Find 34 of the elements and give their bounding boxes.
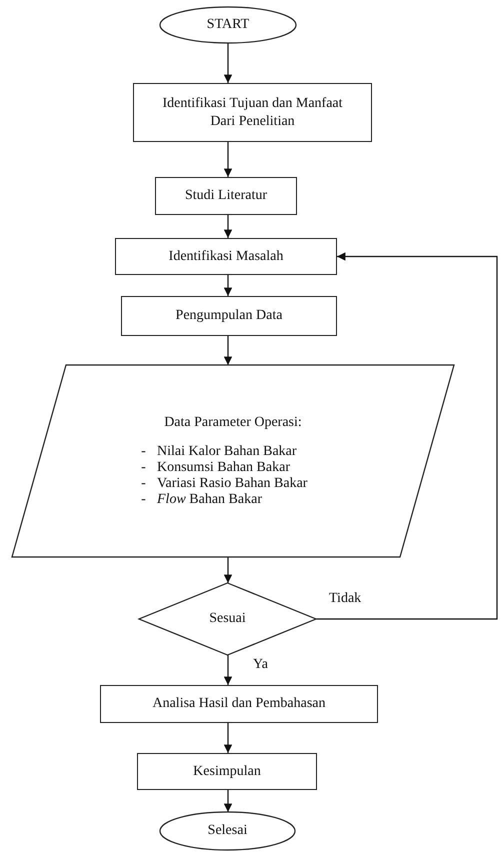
arrow: [224, 215, 232, 238]
process-box: [137, 753, 317, 790]
node-label: Identifikasi Tujuan dan Manfaat Dari Penelitian: [161, 95, 344, 130]
node-label: Studi Literatur: [184, 187, 268, 205]
arrow: [224, 142, 232, 177]
process-box: [100, 685, 378, 723]
node-label: Sesuai: [209, 610, 246, 628]
process-box: [115, 238, 337, 275]
node-label: Kesimpulan: [193, 762, 261, 780]
arrow: [316, 252, 498, 620]
list-heading: Data Parameter Operasi:: [164, 414, 302, 432]
arrow: [224, 43, 232, 83]
list-item: - Variasi Rasio Bahan Bakar: [140, 476, 308, 492]
process-box: [133, 83, 372, 142]
terminal-ellipse: [160, 7, 296, 43]
node-label: Analisa Hasil dan Pembahasan: [152, 695, 326, 713]
node-label: Selesai: [208, 822, 248, 840]
data-parallelogram: [12, 365, 454, 557]
list-item: - Flow Bahan Bakar: [140, 492, 262, 508]
node-label: Identifikasi Masalah: [168, 248, 284, 266]
list-item: - Nilai Kalor Bahan Bakar: [140, 444, 297, 460]
process-box: [155, 177, 297, 215]
terminal-ellipse: [160, 812, 295, 850]
arrow: [224, 790, 232, 812]
list-item: - Konsumsi Bahan Bakar: [140, 460, 290, 476]
arrow: [224, 723, 232, 753]
arrow: [224, 336, 232, 365]
arrow: [224, 557, 232, 583]
process-box: [121, 296, 337, 336]
arrow: [224, 655, 232, 685]
node-label: START: [206, 16, 250, 34]
decision-diamond: [139, 583, 316, 655]
arrow: [224, 275, 232, 296]
node-label: Pengumpulan Data: [176, 307, 282, 325]
